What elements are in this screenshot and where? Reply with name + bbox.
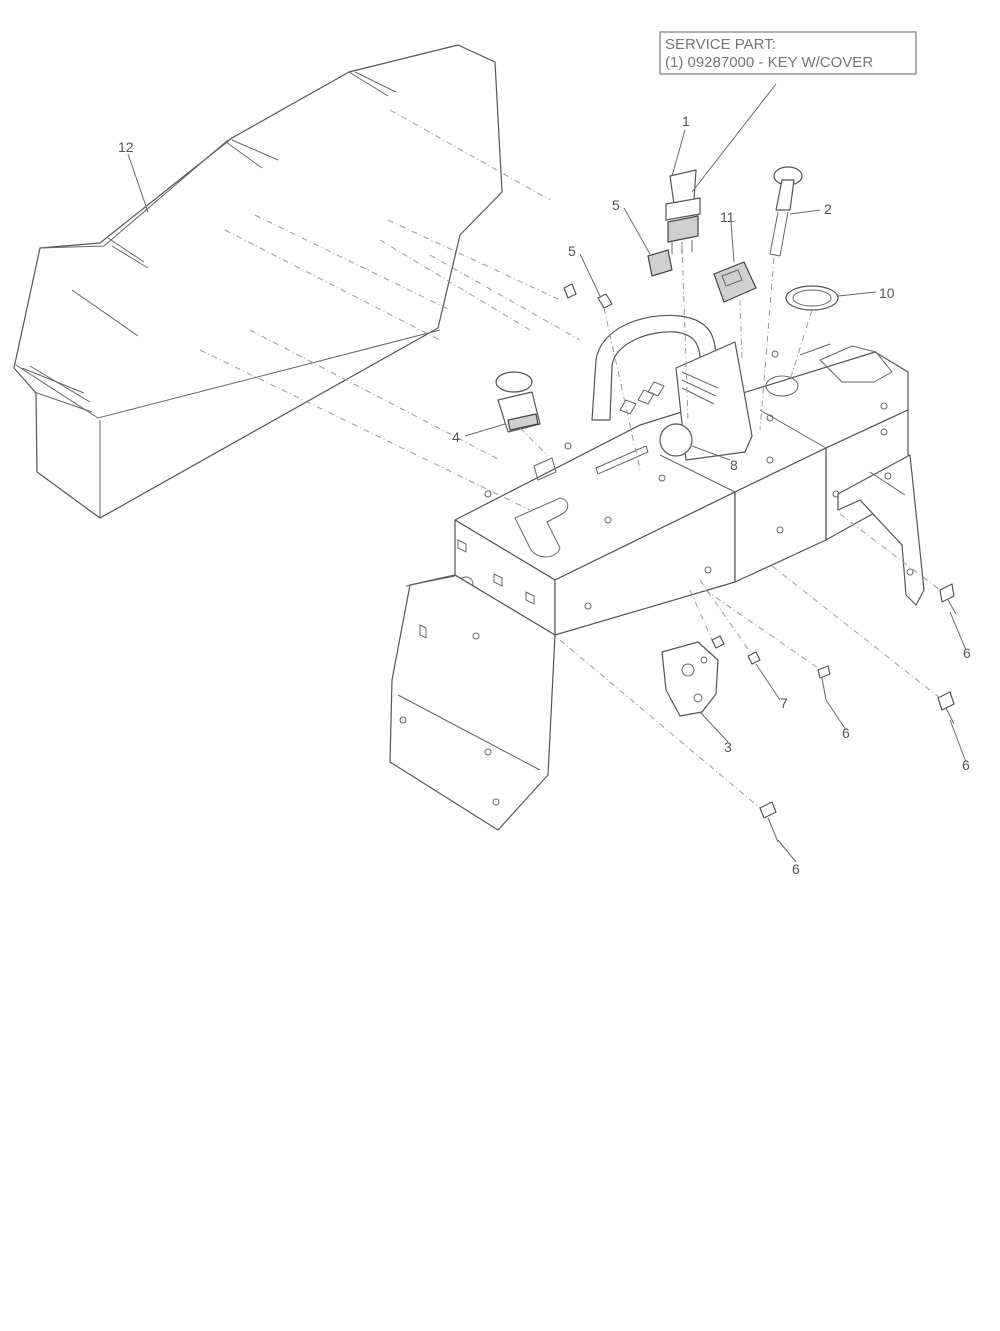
callout-12: 12 <box>118 139 134 155</box>
callout-6c: 6 <box>842 725 850 741</box>
service-note-part: (1) 09287000 - KEY W/COVER <box>665 54 873 71</box>
grommet-part-10 <box>785 285 839 311</box>
callout-6b: 6 <box>962 757 970 773</box>
key-switch-part-1 <box>665 169 701 254</box>
service-note-title: SERVICE PART: <box>665 36 776 53</box>
callout-6d: 6 <box>792 861 800 877</box>
callout-5-switch: 5 <box>612 197 620 213</box>
screw-part-8a <box>817 665 831 701</box>
assembly-lines <box>199 109 941 809</box>
callout-6a: 6 <box>963 645 971 661</box>
switch-part-5 <box>647 249 673 277</box>
switch-part-4 <box>495 371 541 433</box>
callout-leaders <box>127 83 967 863</box>
console-cover-part-12 <box>13 44 503 519</box>
screw-part-8b <box>759 801 779 843</box>
callout-1: 1 <box>682 113 690 129</box>
callout-labels: 1 2 3 4 5 5 6 6 6 6 7 8 9 10 11 12 <box>118 113 971 877</box>
callout-3: 3 <box>724 739 732 755</box>
callout-7: 7 <box>780 695 788 711</box>
bolt-part-6b <box>937 691 955 725</box>
service-part-note: SERVICE PART: (1) 09287000 - KEY W/COVER <box>659 31 917 75</box>
bolt-part-6a <box>939 583 957 615</box>
cable-part-2 <box>769 166 803 257</box>
callout-2: 2 <box>824 201 832 217</box>
bracket-part-3 <box>661 641 719 717</box>
console-housing <box>389 314 925 831</box>
callout-4: 4 <box>452 429 460 445</box>
knob-part-9 <box>659 423 693 457</box>
callout-11: 11 <box>720 209 735 225</box>
nut-part-3-top <box>711 635 725 649</box>
clip-part-5b <box>563 283 577 299</box>
bulb-part-5 <box>597 293 613 309</box>
callout-10: 10 <box>879 285 895 301</box>
hour-meter-part-11 <box>713 261 757 303</box>
nut-part-7 <box>747 651 761 665</box>
callout-5-bulb: 5 <box>568 243 576 259</box>
callout-8: 8 <box>730 457 738 473</box>
